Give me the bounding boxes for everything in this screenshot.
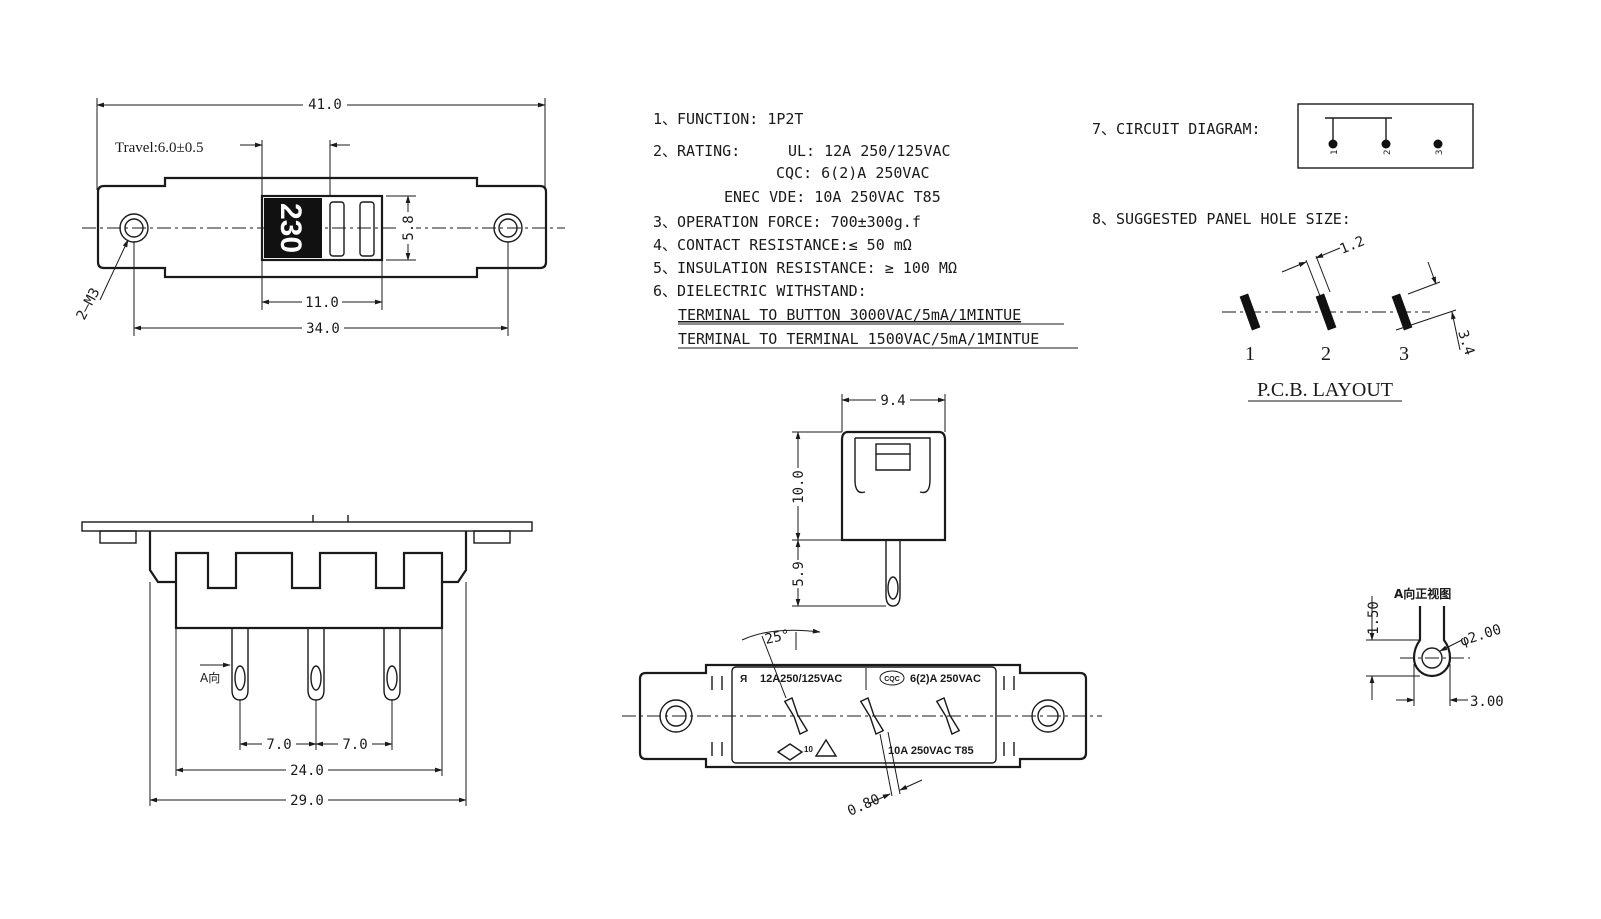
detail-terminal xyxy=(1412,606,1452,678)
spec-dielectric: 6、DIELECTRIC WITHSTAND: xyxy=(653,282,867,300)
spec-insulation-resistance: 5、INSULATION RESISTANCE: ≥ 100 MΩ xyxy=(653,259,957,277)
detail-dim-width: 3.00 xyxy=(1470,694,1504,710)
detail-view-a: A向正视图 1.50 φ2.00 3.00 xyxy=(1366,586,1504,710)
spec-function: 1、FUNCTION: 1P2T xyxy=(653,110,803,128)
dim-side-terminal: 5.9 xyxy=(791,561,807,586)
front-view: A向 7.0 7.0 24.0 29.0 xyxy=(81,515,533,809)
spec-dielectric-line2: TERMINAL TO TERMINAL 1500VAC/5mA/1MINTUE xyxy=(678,330,1039,348)
pcb-layout-title: P.C.B. LAYOUT xyxy=(1257,379,1393,401)
circuit-pin-2: 2 xyxy=(1383,150,1393,155)
detail-title: A向正视图 xyxy=(1394,586,1451,601)
dim-base: 29.0 xyxy=(290,793,324,809)
dim-span: 24.0 xyxy=(290,763,324,779)
dim-side-body: 10.0 xyxy=(791,470,807,504)
label-cqc-logo: CQC xyxy=(884,676,900,683)
detail-dim-height: 1.50 xyxy=(1366,601,1382,635)
dim-slot-height: 5.8 xyxy=(401,215,417,240)
pcb-layout: 8、SUGGESTED PANEL HOLE SIZE: 1.2 3.4 1 2… xyxy=(1092,210,1477,402)
enec-mark: 10 xyxy=(804,745,813,754)
bottom-terminal-3 xyxy=(935,697,961,735)
bottom-terminal-2 xyxy=(859,697,885,735)
pcb-slot-1 xyxy=(1239,293,1261,331)
dim-mount-pitch: 34.0 xyxy=(306,321,340,337)
top-view: 41.0 Travel:6.0±0.5 230 5.8 11.0 xyxy=(73,94,565,337)
front-housing xyxy=(148,531,468,590)
pcb-pin-1: 1 xyxy=(1245,343,1255,365)
panel-hole-label: 8、SUGGESTED PANEL HOLE SIZE: xyxy=(1092,210,1351,228)
terminal-1 xyxy=(231,628,249,701)
view-a-mark: A向 xyxy=(200,670,220,685)
switch-body-outline xyxy=(96,176,548,279)
button-marking: 230 xyxy=(274,203,307,253)
side-housing xyxy=(840,430,947,542)
dim-angle: 25° xyxy=(764,627,792,648)
pcb-pin-3: 3 xyxy=(1399,343,1409,365)
mounting-plate xyxy=(81,521,533,532)
hole-callout: 2—M3 xyxy=(73,285,103,322)
dim-side-width: 9.4 xyxy=(880,393,905,409)
pcb-slot-3 xyxy=(1391,293,1413,331)
dim-pitch-a: 7.0 xyxy=(266,737,291,753)
bottom-flange xyxy=(638,663,1088,769)
terminal-2 xyxy=(307,628,325,701)
spec-rating-enec: ENEC VDE: 10A 250VAC T85 xyxy=(724,188,941,206)
circuit-pin-3: 3 xyxy=(1435,150,1445,155)
circuit-diagram: 7、CIRCUIT DIAGRAM: 1 2 3 xyxy=(1092,103,1474,169)
spec-rating-label: 2、RATING: xyxy=(653,142,740,160)
spec-operation-force: 3、OPERATION FORCE: 700±300g.f xyxy=(653,213,921,231)
travel-label: Travel:6.0±0.5 xyxy=(115,140,204,156)
circuit-pin-1: 1 xyxy=(1330,150,1340,155)
dim-thickness: 0.80 xyxy=(845,791,882,819)
terminal-3 xyxy=(383,628,401,701)
label-ul: 12A250/125VAC xyxy=(760,673,842,685)
svg-text:Я: Я xyxy=(740,674,747,685)
spec-rating-cqc: CQC: 6(2)A 250VAC xyxy=(776,164,930,182)
pcb-slot-2 xyxy=(1315,293,1337,331)
side-view: 9.4 10.0 5.9 xyxy=(788,391,947,607)
dim-slot-length: 3.4 xyxy=(1454,328,1477,357)
label-enec: 10A 250VAC T85 xyxy=(888,745,974,757)
dim-pitch-b: 7.0 xyxy=(342,737,367,753)
dim-window-width: 11.0 xyxy=(305,295,339,311)
dim-slot-width: 1.2 xyxy=(1338,233,1367,257)
pcb-pin-2: 2 xyxy=(1321,343,1331,365)
spec-rating-ul: UL: 12A 250/125VAC xyxy=(788,142,951,160)
spec-dielectric-line1: TERMINAL TO BUTTON 3000VAC/5mA/1MINTUE xyxy=(678,306,1021,324)
bottom-terminal-1 xyxy=(783,697,809,735)
specifications: 1、FUNCTION: 1P2T 2、RATING: UL: 12A 250/1… xyxy=(653,110,1078,349)
bottom-label-panel xyxy=(731,666,997,764)
detail-dim-hole: φ2.00 xyxy=(1458,622,1503,650)
dim-overall-length: 41.0 xyxy=(308,97,342,113)
spec-contact-resistance: 4、CONTACT RESISTANCE:≤ 50 mΩ xyxy=(653,236,912,254)
circuit-label: 7、CIRCUIT DIAGRAM: xyxy=(1092,120,1261,138)
bottom-view: Я 12A250/125VAC CQC 6(2)A 250VAC 10 10A … xyxy=(622,627,1102,820)
label-cqc: 6(2)A 250VAC xyxy=(910,673,981,685)
slider-window xyxy=(260,194,384,262)
